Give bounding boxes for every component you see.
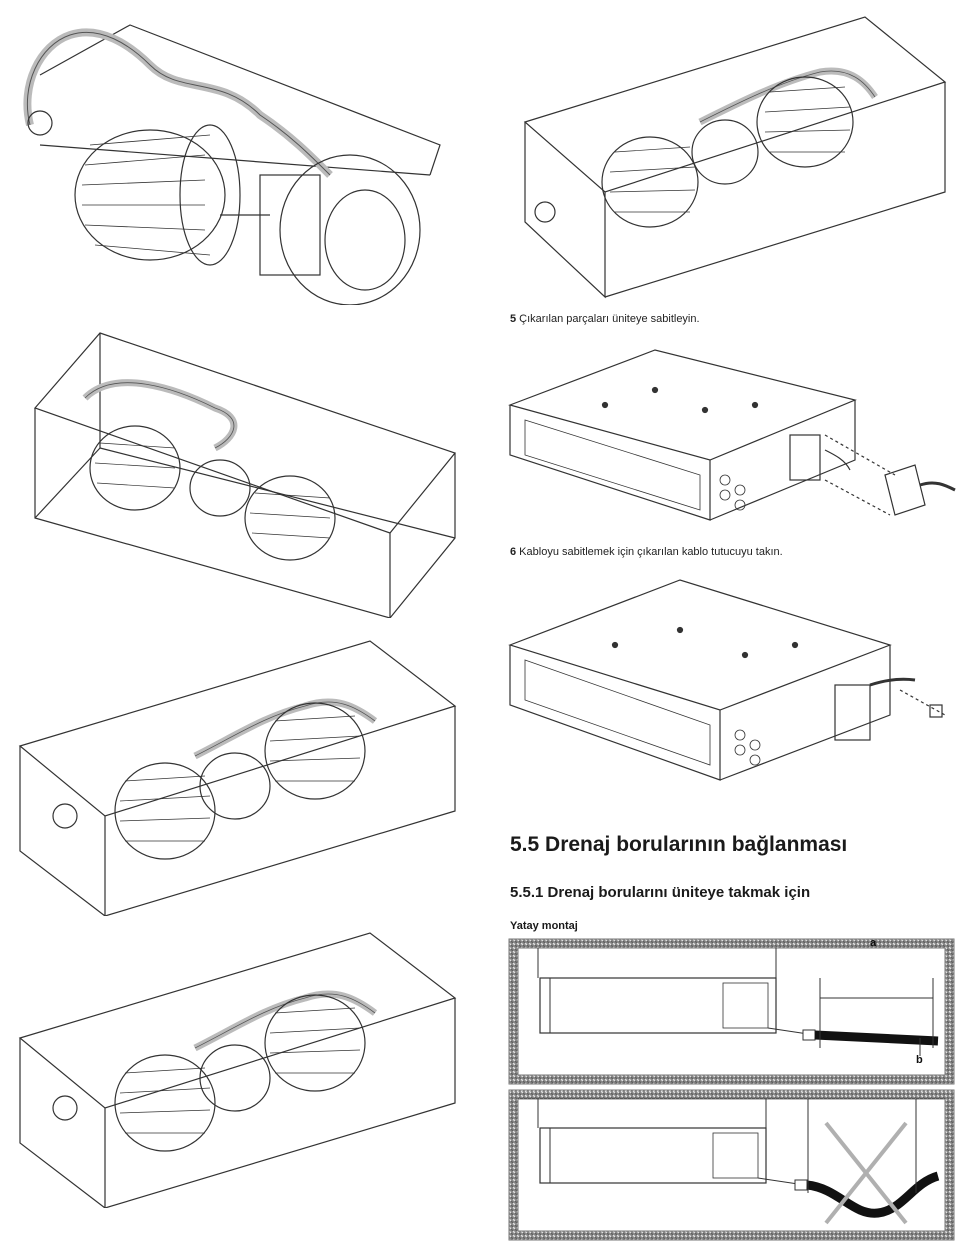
figure-unit-open-3 bbox=[15, 928, 465, 1208]
figure-cable-holder-installed bbox=[505, 570, 960, 795]
figure-cable-holder-removed bbox=[505, 340, 960, 535]
section-title: 5.5 Drenaj borularının bağlanması bbox=[510, 833, 848, 856]
drain-pipe-diagram: a b bbox=[508, 937, 955, 1243]
step-5-caption: 5 Çıkarılan parçaları üniteye sabitleyin… bbox=[510, 313, 700, 325]
subheading-horizontal-mounting: Yatay montaj bbox=[510, 920, 578, 932]
step-number: 5 bbox=[510, 313, 517, 325]
correct-installation bbox=[537, 948, 939, 1056]
step-text: Kabloyu sabitlemek için çıkarılan kablo … bbox=[516, 546, 783, 558]
incorrect-installation bbox=[537, 1099, 940, 1225]
step-number: 6 bbox=[510, 546, 517, 558]
figure-fan-closeup bbox=[10, 5, 450, 305]
label-a: a bbox=[870, 937, 877, 949]
step-6-caption: 6 Kabloyu sabitlemek için çıkarılan kabl… bbox=[510, 546, 783, 558]
figure-unit-open-2 bbox=[15, 636, 465, 916]
figure-unit-open-top-right bbox=[520, 12, 955, 300]
label-b: b bbox=[916, 1054, 923, 1066]
subsection-title: 5.5.1 Drenaj borularını üniteye takmak i… bbox=[510, 884, 811, 901]
figure-unit-open-1 bbox=[15, 318, 465, 618]
step-text: Çıkarılan parçaları üniteye sabitleyin. bbox=[516, 313, 700, 325]
